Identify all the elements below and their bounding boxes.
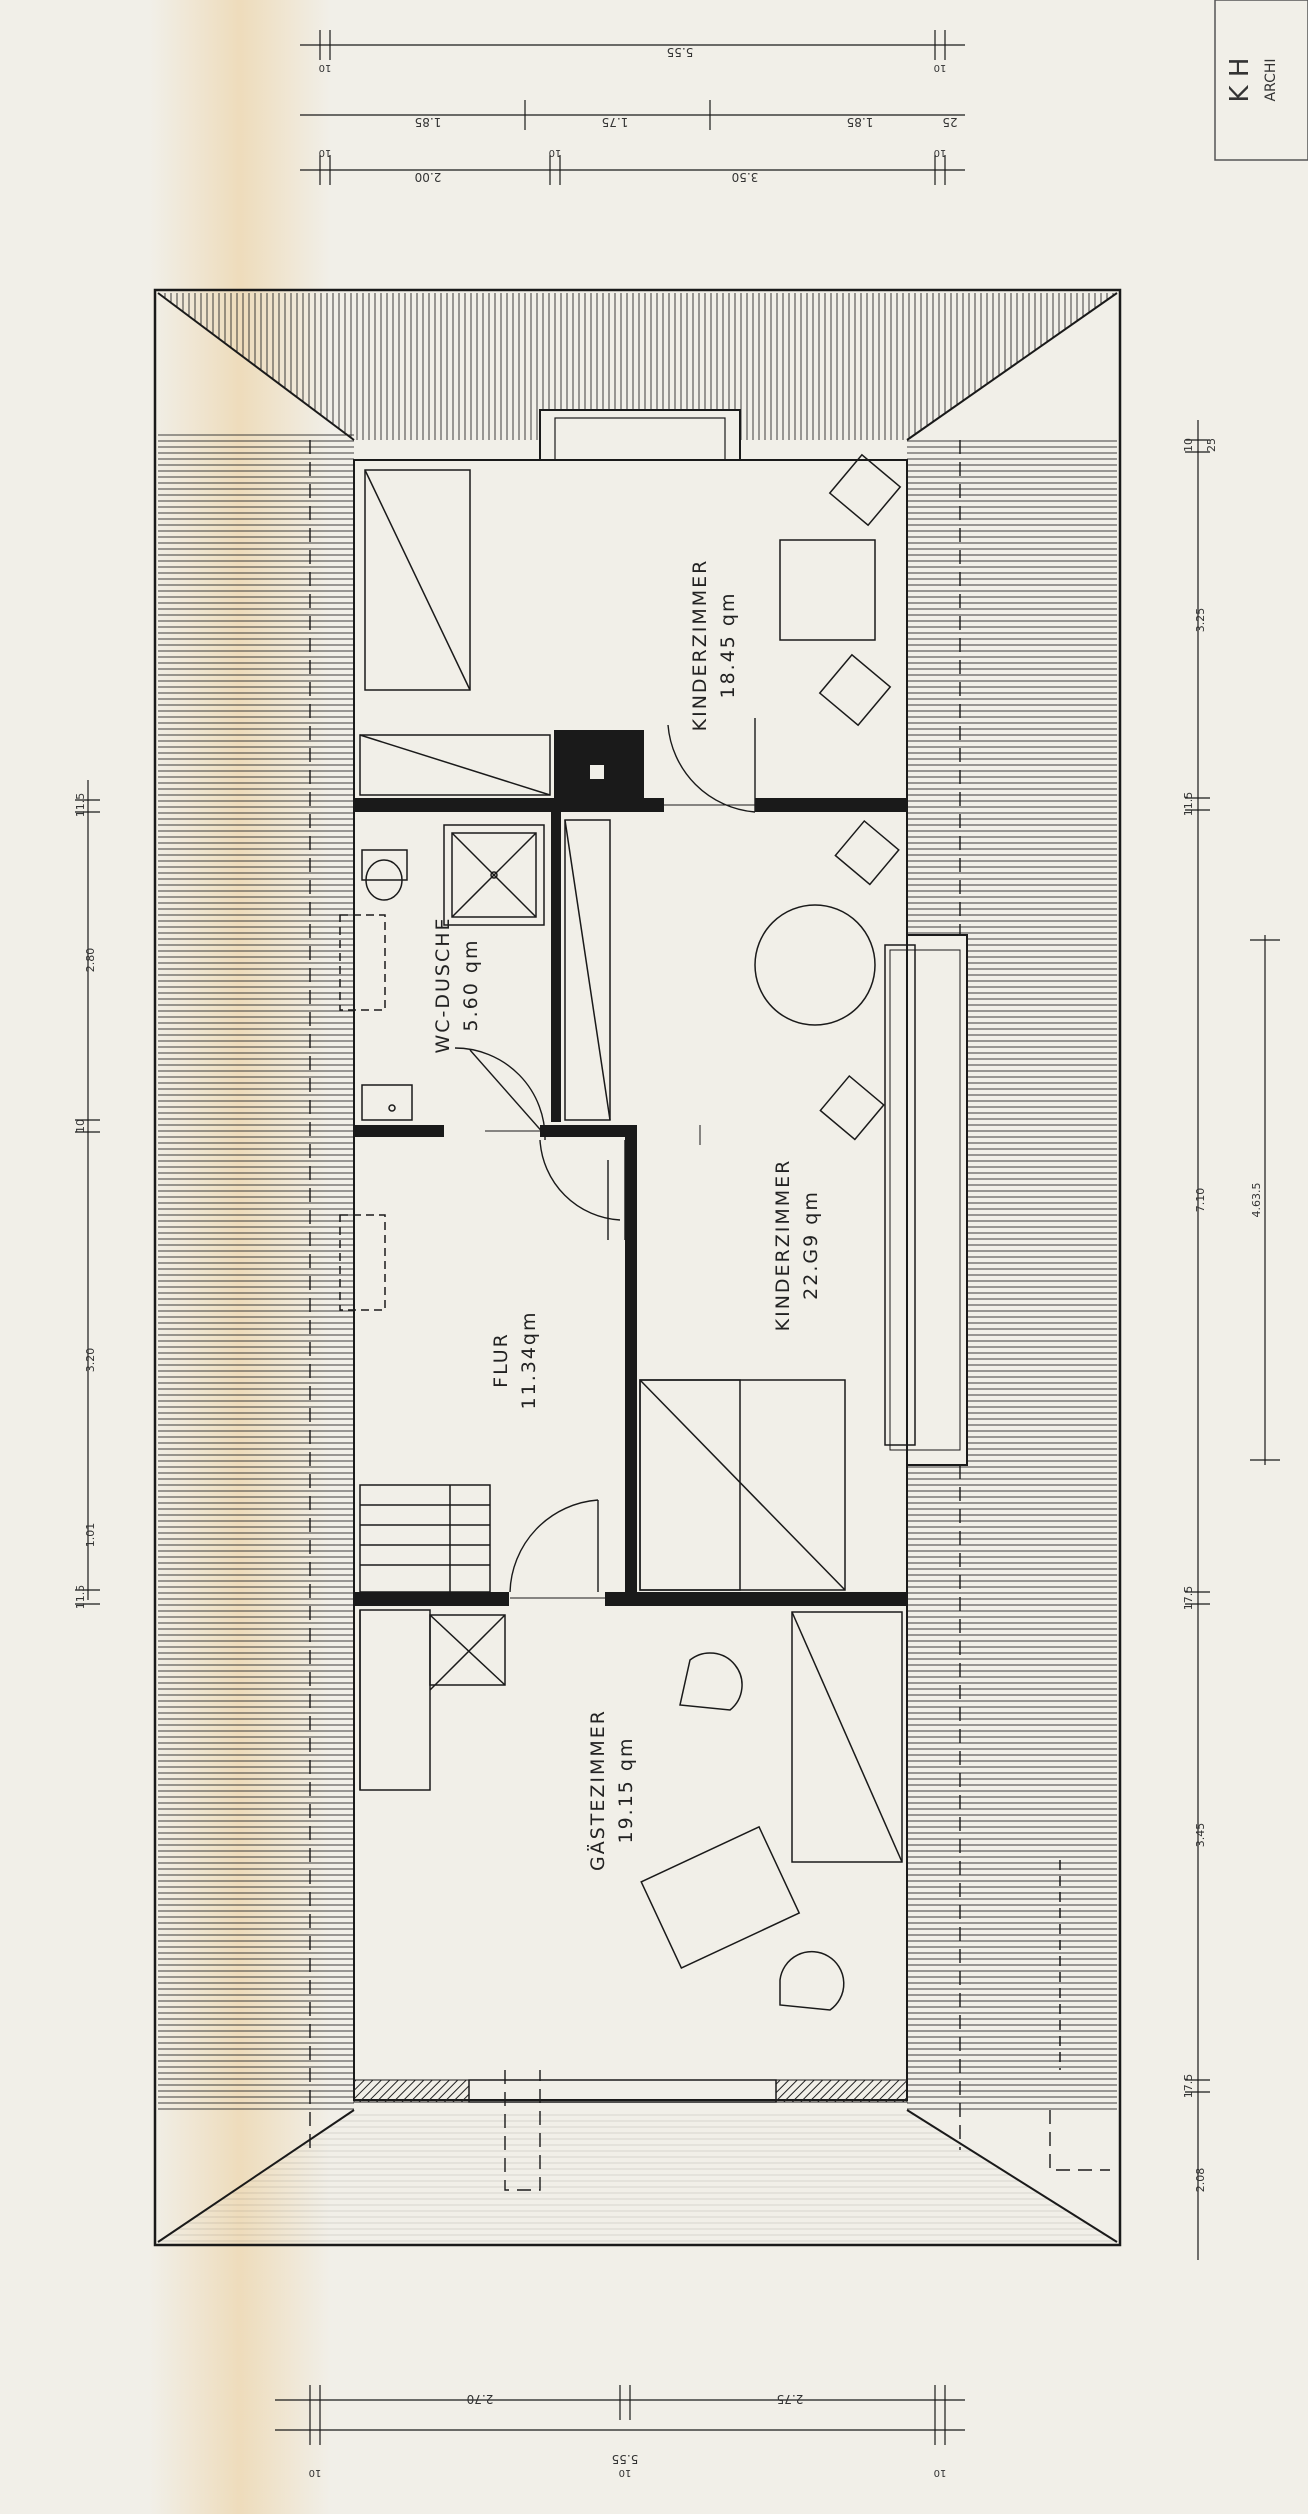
- svg-text:11.34qm: 11.34qm: [518, 1311, 540, 1410]
- dim-top: [300, 30, 965, 185]
- dim-left-5: 11.5: [74, 1585, 87, 1610]
- dormer-right: [906, 934, 968, 1466]
- svg-text:18.45 qm: 18.45 qm: [717, 591, 739, 698]
- dim-top-small-1: 10: [319, 62, 332, 73]
- svg-text:KINDERZIMMER: KINDERZIMMER: [689, 559, 711, 732]
- dim-right-6: 17.5: [1182, 1586, 1195, 1611]
- dim-bottom-total: 5.55: [612, 2452, 639, 2466]
- dim-top-r2-a: 1.85: [415, 115, 442, 129]
- dim-right-9: 2.08: [1194, 2168, 1207, 2193]
- dim-top-small-3: 10: [319, 147, 332, 158]
- roof-hatch-bottom: [158, 2110, 1117, 2242]
- roof-hatch-left: [158, 430, 354, 2110]
- room-label-gast: GÄSTEZIMMER 19.15 qm: [586, 1709, 637, 1871]
- dim-right-7: 3.45: [1194, 1823, 1207, 1848]
- svg-text:19.15 qm: 19.15 qm: [615, 1736, 637, 1843]
- dim-top-r3-b: 3.50: [732, 170, 759, 184]
- wall-hatch-left: [353, 2079, 470, 2103]
- room-label-kinder2: KINDERZIMMER 22.G9 qm: [772, 1159, 822, 1332]
- dim-left-3: 3.20: [84, 1348, 97, 1373]
- dim-right-2: 3.25: [1194, 608, 1207, 633]
- dim-top-r2-d: 25: [942, 115, 957, 129]
- dim-right-8: 17.5: [1182, 2074, 1195, 2099]
- roof-hatch-top: [158, 293, 1117, 440]
- dim-top-small-2: 10: [934, 62, 947, 73]
- dim-left-2: 10: [74, 1119, 87, 1133]
- dim-right-3: 11.5: [1182, 792, 1195, 817]
- dim-right-1: 25: [1205, 438, 1218, 452]
- dim-bottom-small-3: 10: [934, 2467, 947, 2478]
- dim-right: [1185, 420, 1280, 2260]
- svg-text:WC-DUSCHE: WC-DUSCHE: [432, 916, 454, 1053]
- dim-top-total: 5.55: [667, 45, 694, 59]
- wall-hatch-right: [775, 2079, 908, 2103]
- title-block-line1: K H: [1225, 58, 1255, 103]
- dim-bottom-a: 2.70: [467, 2392, 494, 2406]
- dim-bottom-small-2: 10: [619, 2467, 632, 2478]
- svg-text:FLUR: FLUR: [490, 1332, 512, 1388]
- door-swings: [454, 718, 756, 1593]
- dim-top-r2-c: 1.85: [847, 115, 874, 129]
- title-block: [1214, 0, 1308, 161]
- walls: [354, 730, 907, 1606]
- dim-right-4: 7.10: [1194, 1188, 1207, 1213]
- room-label-kinder1: KINDERZIMMER 18.45 qm: [689, 559, 739, 732]
- dim-bottom-small-1: 10: [309, 2467, 322, 2478]
- dim-left: [75, 780, 100, 1605]
- dim-left-0: 11.5: [74, 793, 87, 818]
- opening-marks: [485, 804, 755, 1599]
- svg-text:5.60 qm: 5.60 qm: [460, 939, 482, 1032]
- dim-top-small-4: 10: [549, 147, 562, 158]
- dim-top-r2-b: 1.75: [602, 115, 629, 129]
- knee-wall-lines: [309, 440, 1110, 2191]
- hip-lines: [157, 292, 1118, 2243]
- dim-top-small-5: 10: [934, 147, 947, 158]
- svg-text:KINDERZIMMER: KINDERZIMMER: [772, 1159, 794, 1332]
- roof-outline: [153, 288, 1122, 2247]
- dim-bottom-b: 2.75: [777, 2392, 804, 2406]
- room-label-flur: FLUR 11.34qm: [490, 1311, 540, 1410]
- svg-text:22.G9 qm: 22.G9 qm: [800, 1190, 822, 1300]
- room-label-wc: WC-DUSCHE 5.60 qm: [432, 916, 482, 1053]
- furniture: [339, 453, 1061, 2070]
- dim-left-1: 2.80: [84, 948, 97, 973]
- dim-left-4: 1.01: [84, 1523, 97, 1548]
- dim-right-0: 10: [1182, 438, 1195, 452]
- title-block-line2: ARCHI: [1263, 58, 1279, 101]
- dim-bottom: [275, 2385, 965, 2445]
- dim-top-r3-a: 2.00: [415, 170, 442, 184]
- dim-right-5: 4.63.5: [1250, 1183, 1263, 1218]
- svg-text:GÄSTEZIMMER: GÄSTEZIMMER: [586, 1709, 609, 1871]
